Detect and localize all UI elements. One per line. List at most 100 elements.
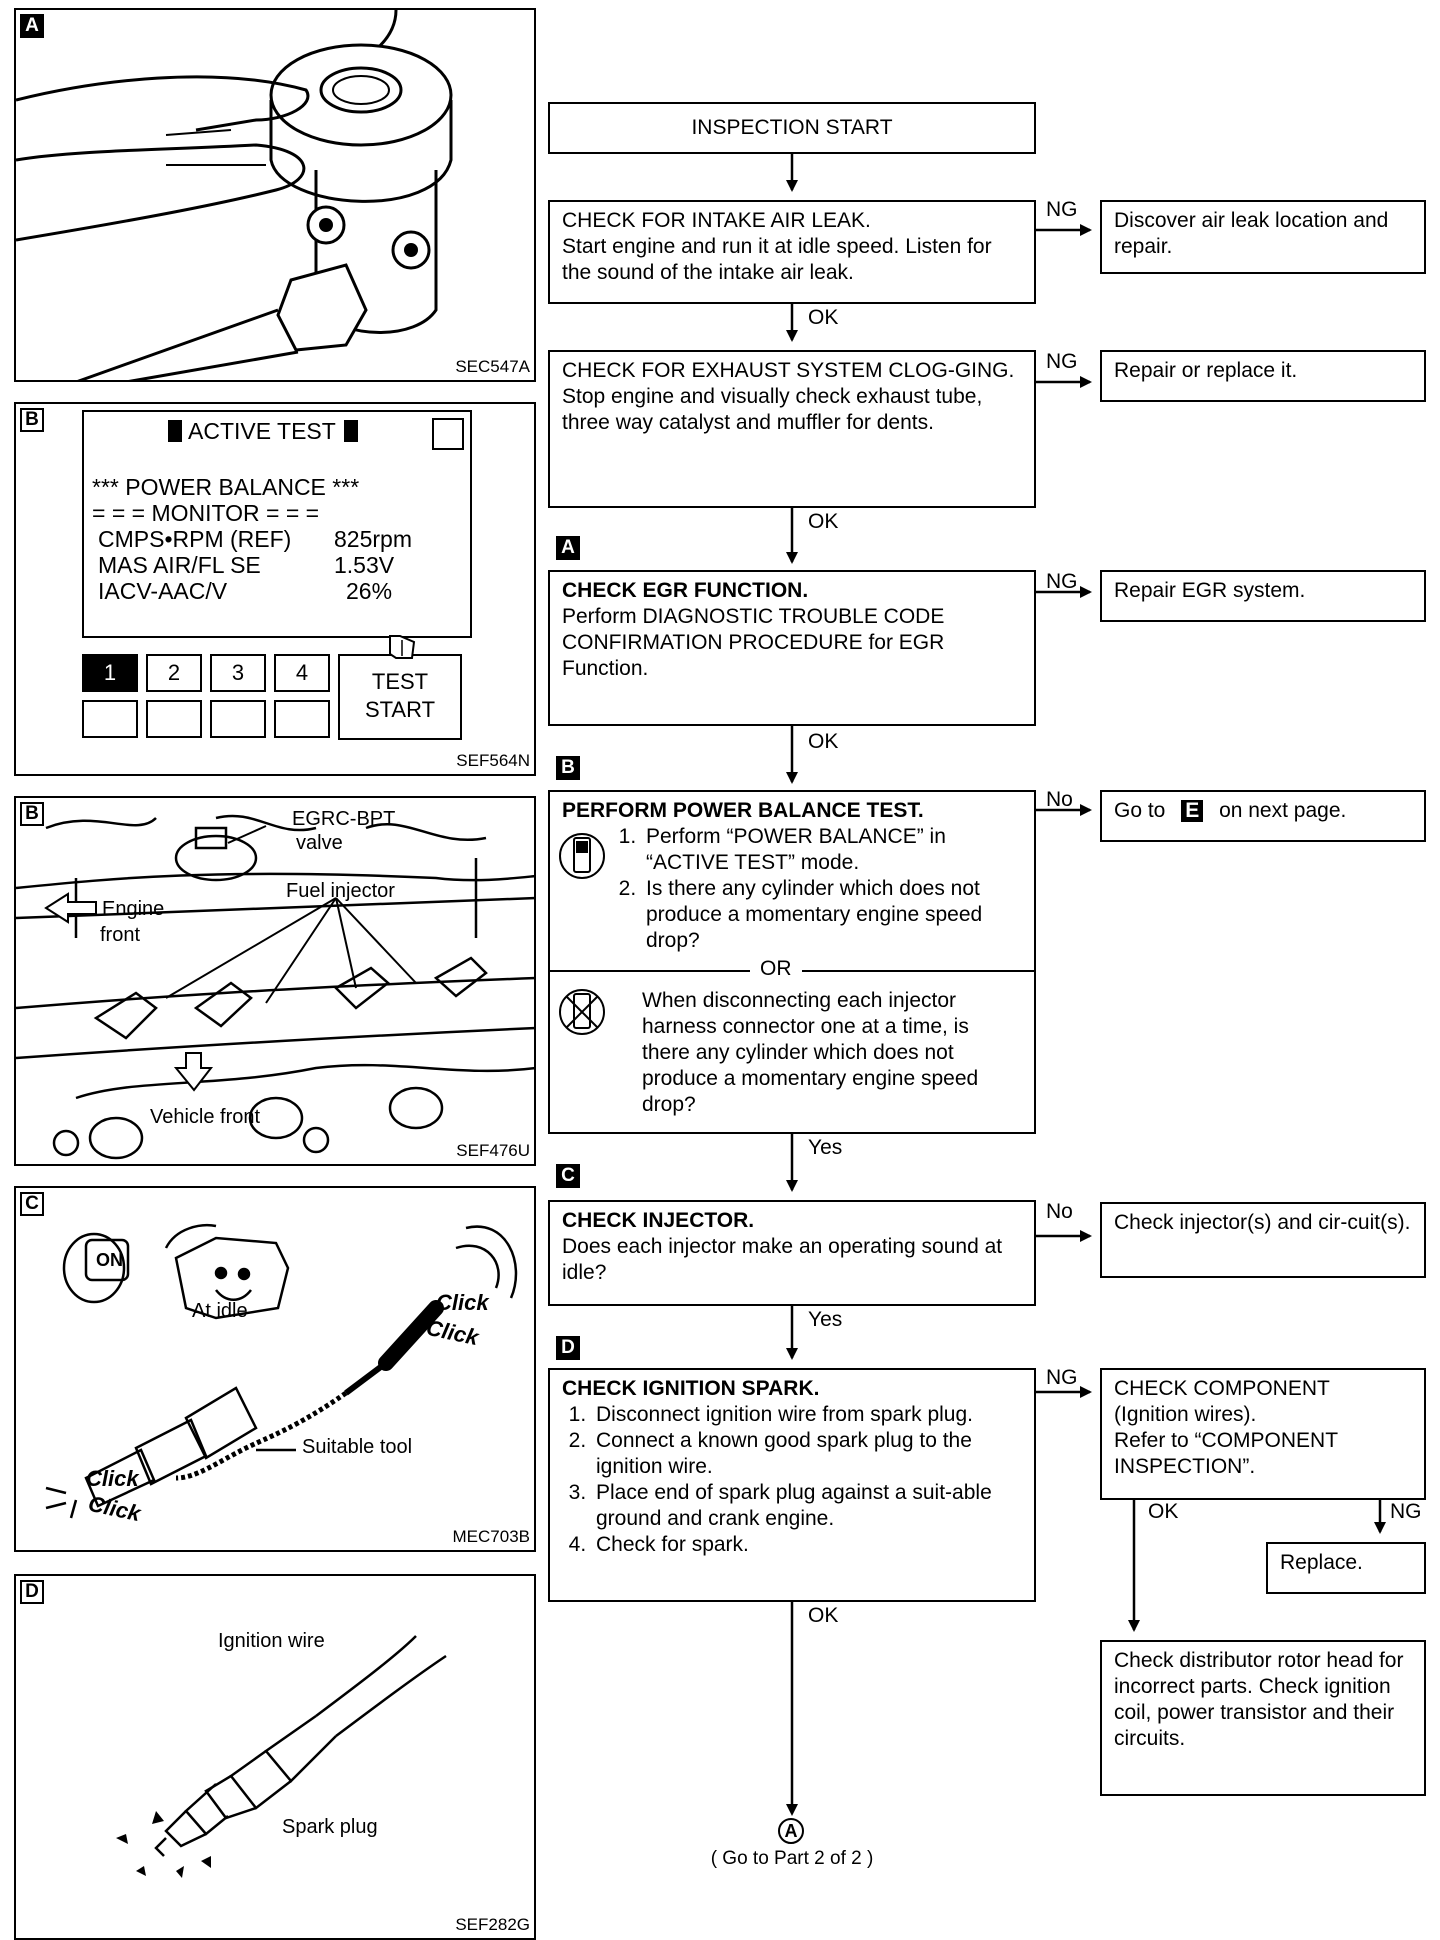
figure-panel-b-screen: B ACTIVE TEST *** POWER BALANCE *** = = … [14, 402, 536, 776]
ok-label: OK [1148, 1500, 1179, 1523]
ok-label: OK [808, 1604, 839, 1627]
ng-label: NG [1046, 198, 1078, 221]
intake-leak-body: Start engine and run it at idle speed. L… [562, 235, 992, 284]
click-label: Click [86, 1466, 139, 1491]
step-marker-a: A [556, 536, 580, 560]
exhaust-clogging-body: Stop engine and visually check exhaust t… [562, 385, 983, 434]
exhaust-clogging-box: CHECK FOR EXHAUST SYSTEM CLOG-GING. Stop… [548, 350, 1036, 508]
panel-letter: B [20, 408, 44, 432]
check-component-line: Refer to “COMPONENT INSPECTION”. [1114, 1429, 1338, 1478]
figure-code: SEF282G [455, 1915, 530, 1934]
panel-letter: B [20, 802, 44, 826]
screen-row-name: IACV-AAC/V [98, 578, 228, 604]
ignition-spark-title: CHECK IGNITION SPARK. [562, 1377, 820, 1400]
panel-letter: D [20, 1580, 44, 1604]
no-label: No [1046, 788, 1073, 811]
rotor-check-box: Check distributor rotor head for incorre… [1100, 1640, 1426, 1796]
figure-panel-b-engine: B [14, 796, 536, 1166]
power-balance-title: PERFORM POWER BALANCE TEST. [562, 799, 924, 822]
connector-a: A [778, 1818, 804, 1844]
power-balance-step: Is there any cylinder which does not pro… [642, 876, 1022, 954]
egr-function-title: CHECK EGR FUNCTION. [562, 579, 809, 602]
ng-label: NG [1046, 350, 1078, 373]
check-injector-body: Does each injector make an operating sou… [562, 1235, 1003, 1284]
blank-key[interactable] [210, 700, 266, 738]
go-to-part-2-note: ( Go to Part 2 of 2 ) [710, 1848, 874, 1869]
check-component-box: CHECK COMPONENT (Ignition wires). Refer … [1100, 1368, 1426, 1500]
ok-label: OK [808, 510, 839, 533]
cylinder-key-2[interactable]: 2 [146, 654, 202, 692]
inspection-start-box: INSPECTION START [548, 102, 1036, 154]
no-label: No [1046, 1200, 1073, 1223]
cylinder-key-3[interactable]: 3 [210, 654, 266, 692]
egr-function-box: CHECK EGR FUNCTION. Perform DIAGNOSTIC T… [548, 570, 1036, 726]
blank-key[interactable] [274, 700, 330, 738]
power-balance-alt: When disconnecting each injector harness… [642, 989, 979, 1116]
ignition-spark-step: Place end of spark plug against a suit-a… [592, 1480, 1022, 1532]
inspection-start-text: INSPECTION START [691, 116, 893, 139]
ng-label: NG [1390, 1500, 1422, 1523]
panel-letter: A [20, 14, 44, 38]
test-start-line: TEST [371, 669, 429, 694]
ok-label: OK [808, 730, 839, 753]
repair-replace-box: Repair or replace it. [1100, 350, 1426, 402]
screen-title: ACTIVE TEST [188, 418, 336, 444]
screen-title-bar: ACTIVE TEST [168, 418, 358, 445]
ok-label: OK [808, 306, 839, 329]
test-start-button[interactable]: TEST START [338, 654, 462, 740]
consult-screen: ACTIVE TEST *** POWER BALANCE *** = = = … [82, 410, 472, 638]
figure-code: SEF564N [456, 751, 530, 770]
engine-label: Engine [102, 898, 165, 920]
spark-plug-illustration [116, 1635, 447, 1878]
step-e-marker: E [1181, 800, 1204, 822]
screen-row-name: MAS AIR/FL SE [98, 552, 261, 578]
egr-function-body: Perform DIAGNOSTIC TROUBLE CODE CONFIRMA… [562, 605, 945, 680]
valve-label: valve [296, 832, 343, 854]
injector-circuit-box: Check injector(s) and cir-cuit(s). [1100, 1202, 1426, 1278]
check-component-line: CHECK COMPONENT [1114, 1377, 1330, 1400]
repair-egr-box: Repair EGR system. [1100, 570, 1426, 622]
step-marker-c: C [556, 1164, 580, 1188]
or-label: OR [750, 956, 802, 982]
cylinder-key-1[interactable]: 1 [82, 654, 138, 692]
go-to-text: Go to [1114, 799, 1166, 822]
egr-valve-illustration [16, 10, 453, 382]
screen-row-value: 825rpm [334, 526, 412, 552]
injector-sound-illustration [45, 1224, 518, 1519]
panel-letter: C [20, 1192, 44, 1216]
screen-monitor: = = = MONITOR = = = [92, 500, 320, 526]
ignition-spark-step: Connect a known good spark plug to the i… [592, 1428, 1022, 1480]
engine-bay-illustration [16, 814, 536, 1160]
intake-leak-title: CHECK FOR INTAKE AIR LEAK. [562, 209, 871, 232]
engine-front-label: front [100, 924, 141, 946]
repair-replace-text: Repair or replace it. [1114, 359, 1298, 382]
ng-label: NG [1046, 570, 1078, 593]
figure-panel-a: A SEC547A [14, 8, 536, 382]
power-balance-box: PERFORM POWER BALANCE TEST. Perform “POW… [548, 790, 1036, 1134]
figure-code: SEF476U [456, 1141, 530, 1160]
injector-circuit-text: Check injector(s) and cir-cuit(s). [1114, 1211, 1411, 1234]
at-idle-label: At idle [192, 1300, 248, 1322]
cylinder-key-4[interactable]: 4 [274, 654, 330, 692]
repair-egr-text: Repair EGR system. [1114, 579, 1306, 602]
figure-code: MEC703B [452, 1527, 530, 1546]
blank-key[interactable] [146, 700, 202, 738]
suitable-tool-label: Suitable tool [302, 1436, 413, 1458]
intake-leak-box: CHECK FOR INTAKE AIR LEAK. Start engine … [548, 200, 1036, 304]
spark-plug-label: Spark plug [282, 1816, 378, 1838]
screen-row-value: 1.53V [334, 552, 395, 578]
replace-text: Replace. [1280, 1551, 1363, 1574]
figure-panel-c: C ON [14, 1186, 536, 1552]
check-component-line: (Ignition wires). [1114, 1403, 1257, 1426]
replace-box: Replace. [1266, 1542, 1426, 1594]
air-leak-repair-box: Discover air leak location and repair. [1100, 200, 1426, 274]
ignition-spark-step: Check for spark. [592, 1532, 1022, 1558]
yes-label: Yes [808, 1308, 843, 1331]
blank-key[interactable] [82, 700, 138, 738]
ignition-spark-box: CHECK IGNITION SPARK. Disconnect ignitio… [548, 1368, 1036, 1602]
click-label: Click [436, 1290, 489, 1315]
check-injector-box: CHECK INJECTOR. Does each injector make … [548, 1200, 1036, 1306]
screen-row-value: 26% [346, 578, 393, 604]
fuel-injector-label: Fuel injector [286, 880, 395, 902]
ignition-wire-label: Ignition wire [218, 1630, 325, 1652]
